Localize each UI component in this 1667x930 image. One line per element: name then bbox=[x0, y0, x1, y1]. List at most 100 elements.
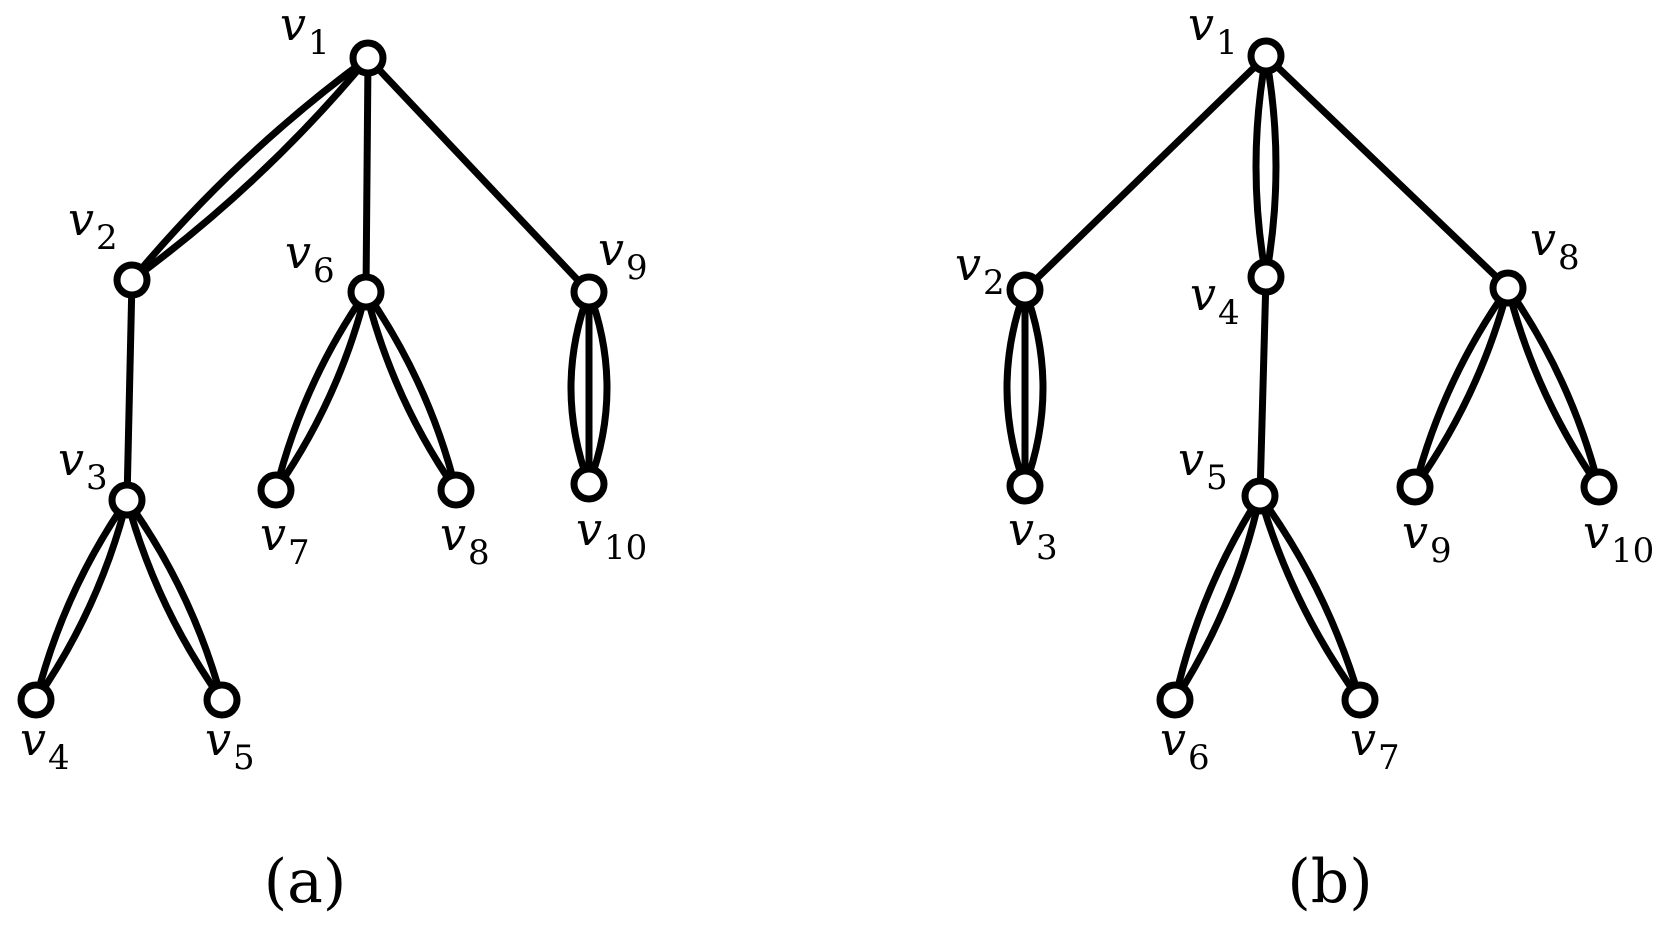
vertex-label-b10: v10 bbox=[1583, 505, 1654, 571]
edge-a1-a2-2 bbox=[128, 54, 372, 284]
vertex-label-b2: v2 bbox=[955, 237, 1005, 303]
edge-a3-a4-2 bbox=[32, 496, 131, 704]
vertex-a5 bbox=[203, 681, 241, 719]
vertex-label-b7: v7 bbox=[1350, 712, 1400, 778]
edge-b1-b4-2 bbox=[1252, 52, 1270, 281]
edge-b5-b7-1 bbox=[1256, 492, 1364, 704]
vertex-letter: v bbox=[955, 237, 981, 291]
vertex-b8 bbox=[1489, 269, 1527, 307]
vertex-subscript: 10 bbox=[604, 528, 647, 568]
edge-a2-a3-1 bbox=[123, 276, 136, 504]
vertex-label-a2: v2 bbox=[68, 192, 118, 258]
vertex-subscript: 7 bbox=[288, 533, 310, 573]
vertex-letter: v bbox=[205, 712, 231, 766]
edge-b5-b7-2 bbox=[1256, 492, 1364, 704]
vertex-subscript: 5 bbox=[233, 738, 255, 778]
vertex-label-a6: v6 bbox=[285, 225, 335, 291]
vertex-letter: v bbox=[68, 192, 94, 246]
edge-b5-b6-1 bbox=[1171, 492, 1264, 704]
vertex-a4 bbox=[17, 681, 55, 719]
vertex-b5 bbox=[1241, 477, 1279, 515]
vertex-letter: v bbox=[58, 432, 84, 486]
vertex-subscript: 3 bbox=[86, 458, 108, 498]
vertex-letter: v bbox=[1583, 505, 1609, 559]
vertex-subscript: 3 bbox=[1036, 528, 1058, 568]
vertex-letter: v bbox=[285, 225, 311, 279]
vertex-a3 bbox=[108, 481, 146, 519]
edge-a6-a7-1 bbox=[272, 288, 370, 494]
edge-b4-b5-1 bbox=[1256, 273, 1270, 500]
vertex-subscript: 5 bbox=[1206, 458, 1228, 498]
edge-a1-a2-1 bbox=[128, 54, 372, 284]
vertex-letter: v bbox=[1402, 505, 1428, 559]
vertex-letter: v bbox=[598, 222, 624, 276]
vertex-label-a7: v7 bbox=[260, 507, 310, 573]
vertex-label-a8: v8 bbox=[440, 507, 490, 573]
vertex-letter: v bbox=[576, 502, 602, 556]
vertex-subscript: 6 bbox=[313, 251, 335, 291]
edge-b1-b4-1 bbox=[1262, 52, 1280, 281]
edge-a3-a5-2 bbox=[123, 496, 226, 704]
vertex-subscript: 7 bbox=[1378, 738, 1400, 778]
vertex-subscript: 8 bbox=[1558, 238, 1580, 278]
vertex-label-b6: v6 bbox=[1160, 712, 1210, 778]
edge-a1-a6-1 bbox=[362, 54, 372, 296]
vertex-a10 bbox=[570, 465, 608, 503]
vertex-letter: v bbox=[1350, 712, 1376, 766]
vertex-label-b3: v3 bbox=[1008, 502, 1058, 568]
edge-a1-a9-1 bbox=[364, 54, 593, 296]
vertex-letter: v bbox=[280, 0, 306, 51]
vertex-label-a1: v1 bbox=[280, 0, 330, 63]
vertex-subscript: 2 bbox=[96, 218, 118, 258]
edge-b2-b3-1 bbox=[1021, 286, 1047, 490]
vertex-label-b8: v8 bbox=[1530, 212, 1580, 278]
vertex-b2 bbox=[1006, 271, 1044, 309]
vertex-b6 bbox=[1156, 681, 1194, 719]
vertex-subscript: 9 bbox=[1430, 531, 1452, 571]
diagram-b-nodes bbox=[1006, 37, 1618, 719]
vertex-label-a10: v10 bbox=[576, 502, 647, 568]
vertex-letter: v bbox=[260, 507, 286, 561]
vertex-subscript: 1 bbox=[308, 23, 330, 63]
vertex-label-a4: v4 bbox=[20, 712, 70, 778]
edge-b8-b9-1 bbox=[1411, 284, 1512, 491]
vertex-letter: v bbox=[20, 712, 46, 766]
diagram-b-edges bbox=[1003, 52, 1603, 704]
vertex-label-a9: v9 bbox=[598, 222, 648, 288]
vertex-a1 bbox=[349, 39, 387, 77]
vertex-label-b5: v5 bbox=[1178, 432, 1228, 498]
vertex-b9 bbox=[1396, 468, 1434, 506]
vertex-b7 bbox=[1341, 681, 1379, 719]
vertex-label-b1: v1 bbox=[1188, 0, 1238, 63]
edge-b5-b6-2 bbox=[1171, 492, 1264, 704]
edge-a6-a8-1 bbox=[362, 288, 460, 494]
diagram-a-nodes bbox=[17, 39, 608, 719]
vertex-b1 bbox=[1247, 37, 1285, 75]
vertex-label-b9: v9 bbox=[1402, 505, 1452, 571]
vertex-b10 bbox=[1580, 468, 1618, 506]
vertex-letter: v bbox=[1008, 502, 1034, 556]
edge-a6-a8-2 bbox=[362, 288, 460, 494]
vertex-subscript: 6 bbox=[1188, 738, 1210, 778]
vertex-subscript: 1 bbox=[1216, 23, 1238, 63]
edge-a3-a5-1 bbox=[123, 496, 226, 704]
vertex-a6 bbox=[347, 273, 385, 311]
vertex-a7 bbox=[257, 471, 295, 509]
vertex-label-a3: v3 bbox=[58, 432, 108, 498]
vertex-label-a5: v5 bbox=[205, 712, 255, 778]
edge-b1-b8-1 bbox=[1262, 52, 1512, 292]
edge-a6-a7-2 bbox=[272, 288, 370, 494]
vertex-letter: v bbox=[1530, 212, 1556, 266]
edge-a9-a10-1 bbox=[585, 288, 611, 488]
vertex-subscript: 4 bbox=[48, 738, 70, 778]
vertex-b4 bbox=[1247, 258, 1285, 296]
edge-b1-b2-1 bbox=[1021, 52, 1270, 294]
vertex-label-b4: v4 bbox=[1190, 267, 1240, 333]
diagram-a-caption: (a) bbox=[264, 847, 347, 917]
diagram-b-caption: (b) bbox=[1287, 847, 1372, 917]
edge-a9-a10-3 bbox=[567, 288, 593, 488]
